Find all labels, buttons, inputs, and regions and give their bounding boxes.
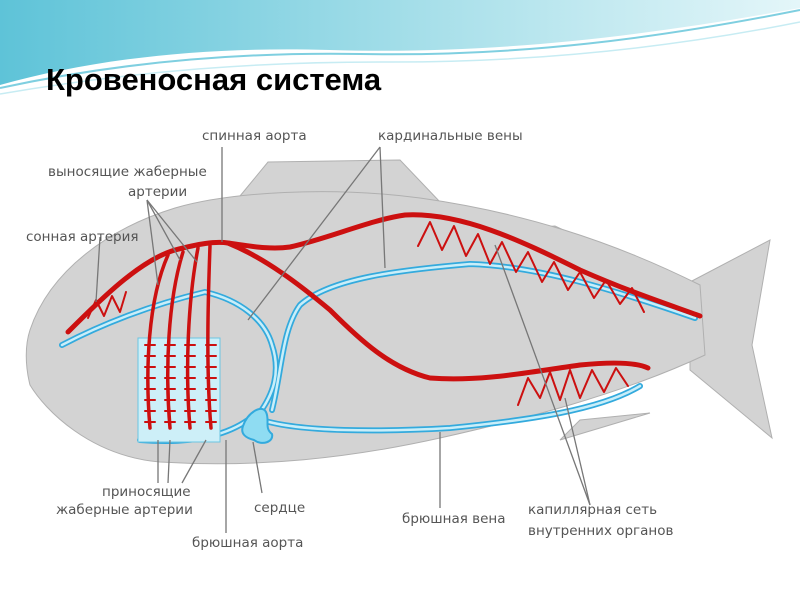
head-capillaries bbox=[87, 291, 127, 319]
label-capillary-network-2: внутренних органов bbox=[528, 523, 673, 539]
label-afferent-gill-arteries-2: жаберные артерии bbox=[56, 502, 193, 518]
efferent-gill-artery-2 bbox=[166, 250, 185, 430]
label-capillary-network-1: капиллярная сеть bbox=[528, 502, 657, 518]
heart bbox=[241, 407, 274, 444]
dorsal-aorta-upper bbox=[225, 212, 703, 319]
label-ventral-aorta: брюшная аорта bbox=[192, 535, 303, 551]
header-wave-decoration bbox=[0, 0, 800, 95]
label-abdominal-vein: брюшная вена bbox=[402, 511, 506, 527]
label-dorsal-aorta: спинная аорта bbox=[202, 128, 307, 144]
ventral-capillaries bbox=[517, 367, 629, 406]
label-efferent-gill-arteries-2: артерии bbox=[128, 184, 187, 200]
efferent-gill-artery-1 bbox=[146, 253, 170, 430]
efferent-gill-artery-3 bbox=[185, 246, 200, 430]
label-cardinal-veins: кардинальные вены bbox=[378, 128, 523, 144]
label-heart: сердце bbox=[254, 500, 305, 516]
arteries bbox=[65, 212, 703, 430]
efferent-gill-artery-4 bbox=[206, 244, 213, 430]
dorsal-aorta-lower bbox=[225, 240, 651, 382]
label-afferent-gill-arteries-1: приносящие bbox=[102, 484, 191, 500]
labels: спинная аорта кардинальные вены выносящи… bbox=[26, 128, 673, 551]
label-carotid-artery: сонная артерия bbox=[26, 229, 139, 245]
slide-title: Кровеносная система bbox=[46, 62, 382, 97]
label-efferent-gill-arteries-1: выносящие жаберные bbox=[48, 164, 207, 180]
dorsal-capillaries bbox=[417, 221, 645, 313]
leader-lines bbox=[95, 146, 591, 533]
